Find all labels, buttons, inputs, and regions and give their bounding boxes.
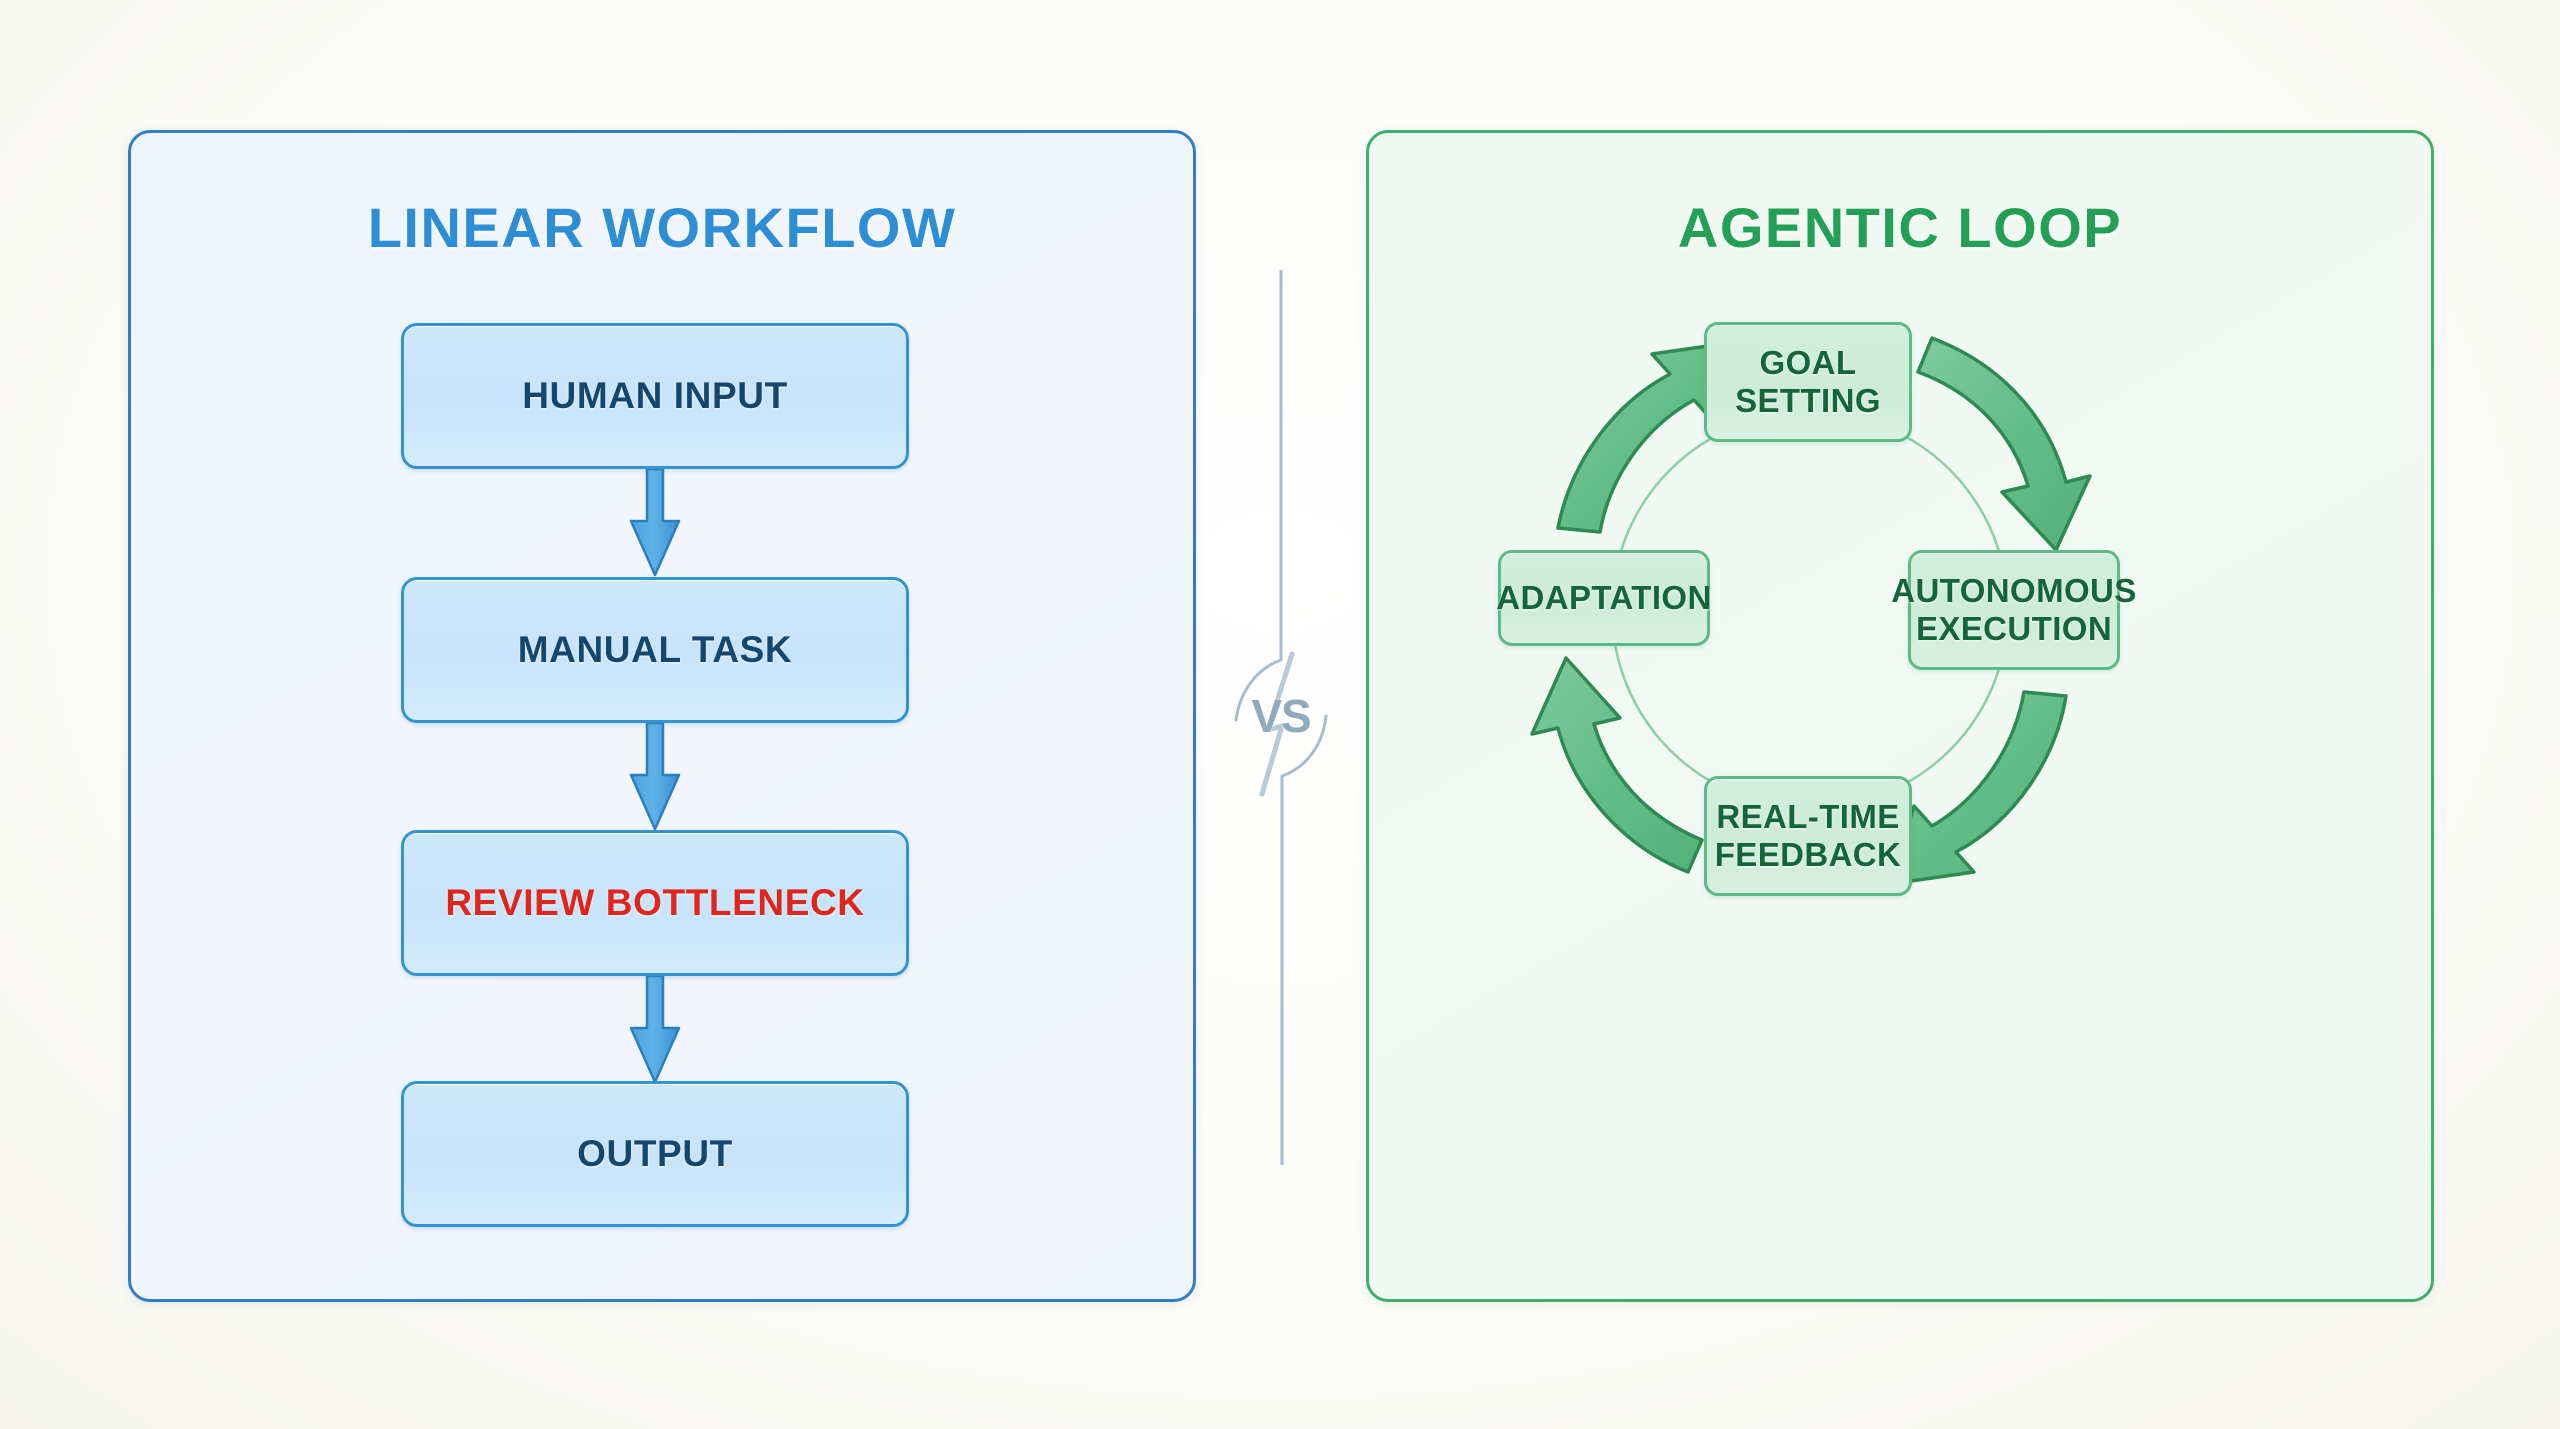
node-output[interactable]: OUTPUT [401, 1081, 909, 1227]
arrow-manual-task-to-review-bottleneck [629, 721, 681, 831]
arrow-execution-to-feedback [1888, 690, 2068, 886]
node-label: ADAPTATION [1496, 579, 1712, 617]
vs-divider-line [1234, 270, 1328, 1165]
node-label: HUMAN INPUT [522, 375, 788, 417]
node-manual-task[interactable]: MANUAL TASK [401, 577, 909, 723]
agentic-loop-title: AGENTIC LOOP [1677, 196, 2123, 259]
node-label: REVIEW BOTTLENECK [445, 882, 865, 924]
linear-workflow-panel: LINEAR WORKFLOW HUMAN INPUT MANUAL TASK [128, 130, 1196, 1302]
lightning-bolt-icon [1259, 651, 1295, 797]
arrow-review-bottleneck-to-output [629, 974, 681, 1084]
arrow-feedback-to-adaptation [1530, 656, 1704, 874]
arrow-goal-to-execution [1916, 336, 2092, 552]
node-adaptation[interactable]: ADAPTATION [1496, 550, 1712, 646]
node-review-bottleneck[interactable]: REVIEW BOTTLENECK [401, 830, 909, 976]
node-label: OUTPUT [577, 1133, 733, 1175]
node-human-input[interactable]: HUMAN INPUT [401, 323, 909, 469]
linear-workflow-title: LINEAR WORKFLOW [367, 196, 957, 259]
loop-arrows [1530, 336, 2092, 886]
arrow-human-input-to-manual-task [629, 467, 681, 577]
vs-divider: VS [1196, 130, 1366, 1302]
vs-label: VS [1251, 690, 1311, 742]
node-label: MANUAL TASK [517, 629, 793, 671]
